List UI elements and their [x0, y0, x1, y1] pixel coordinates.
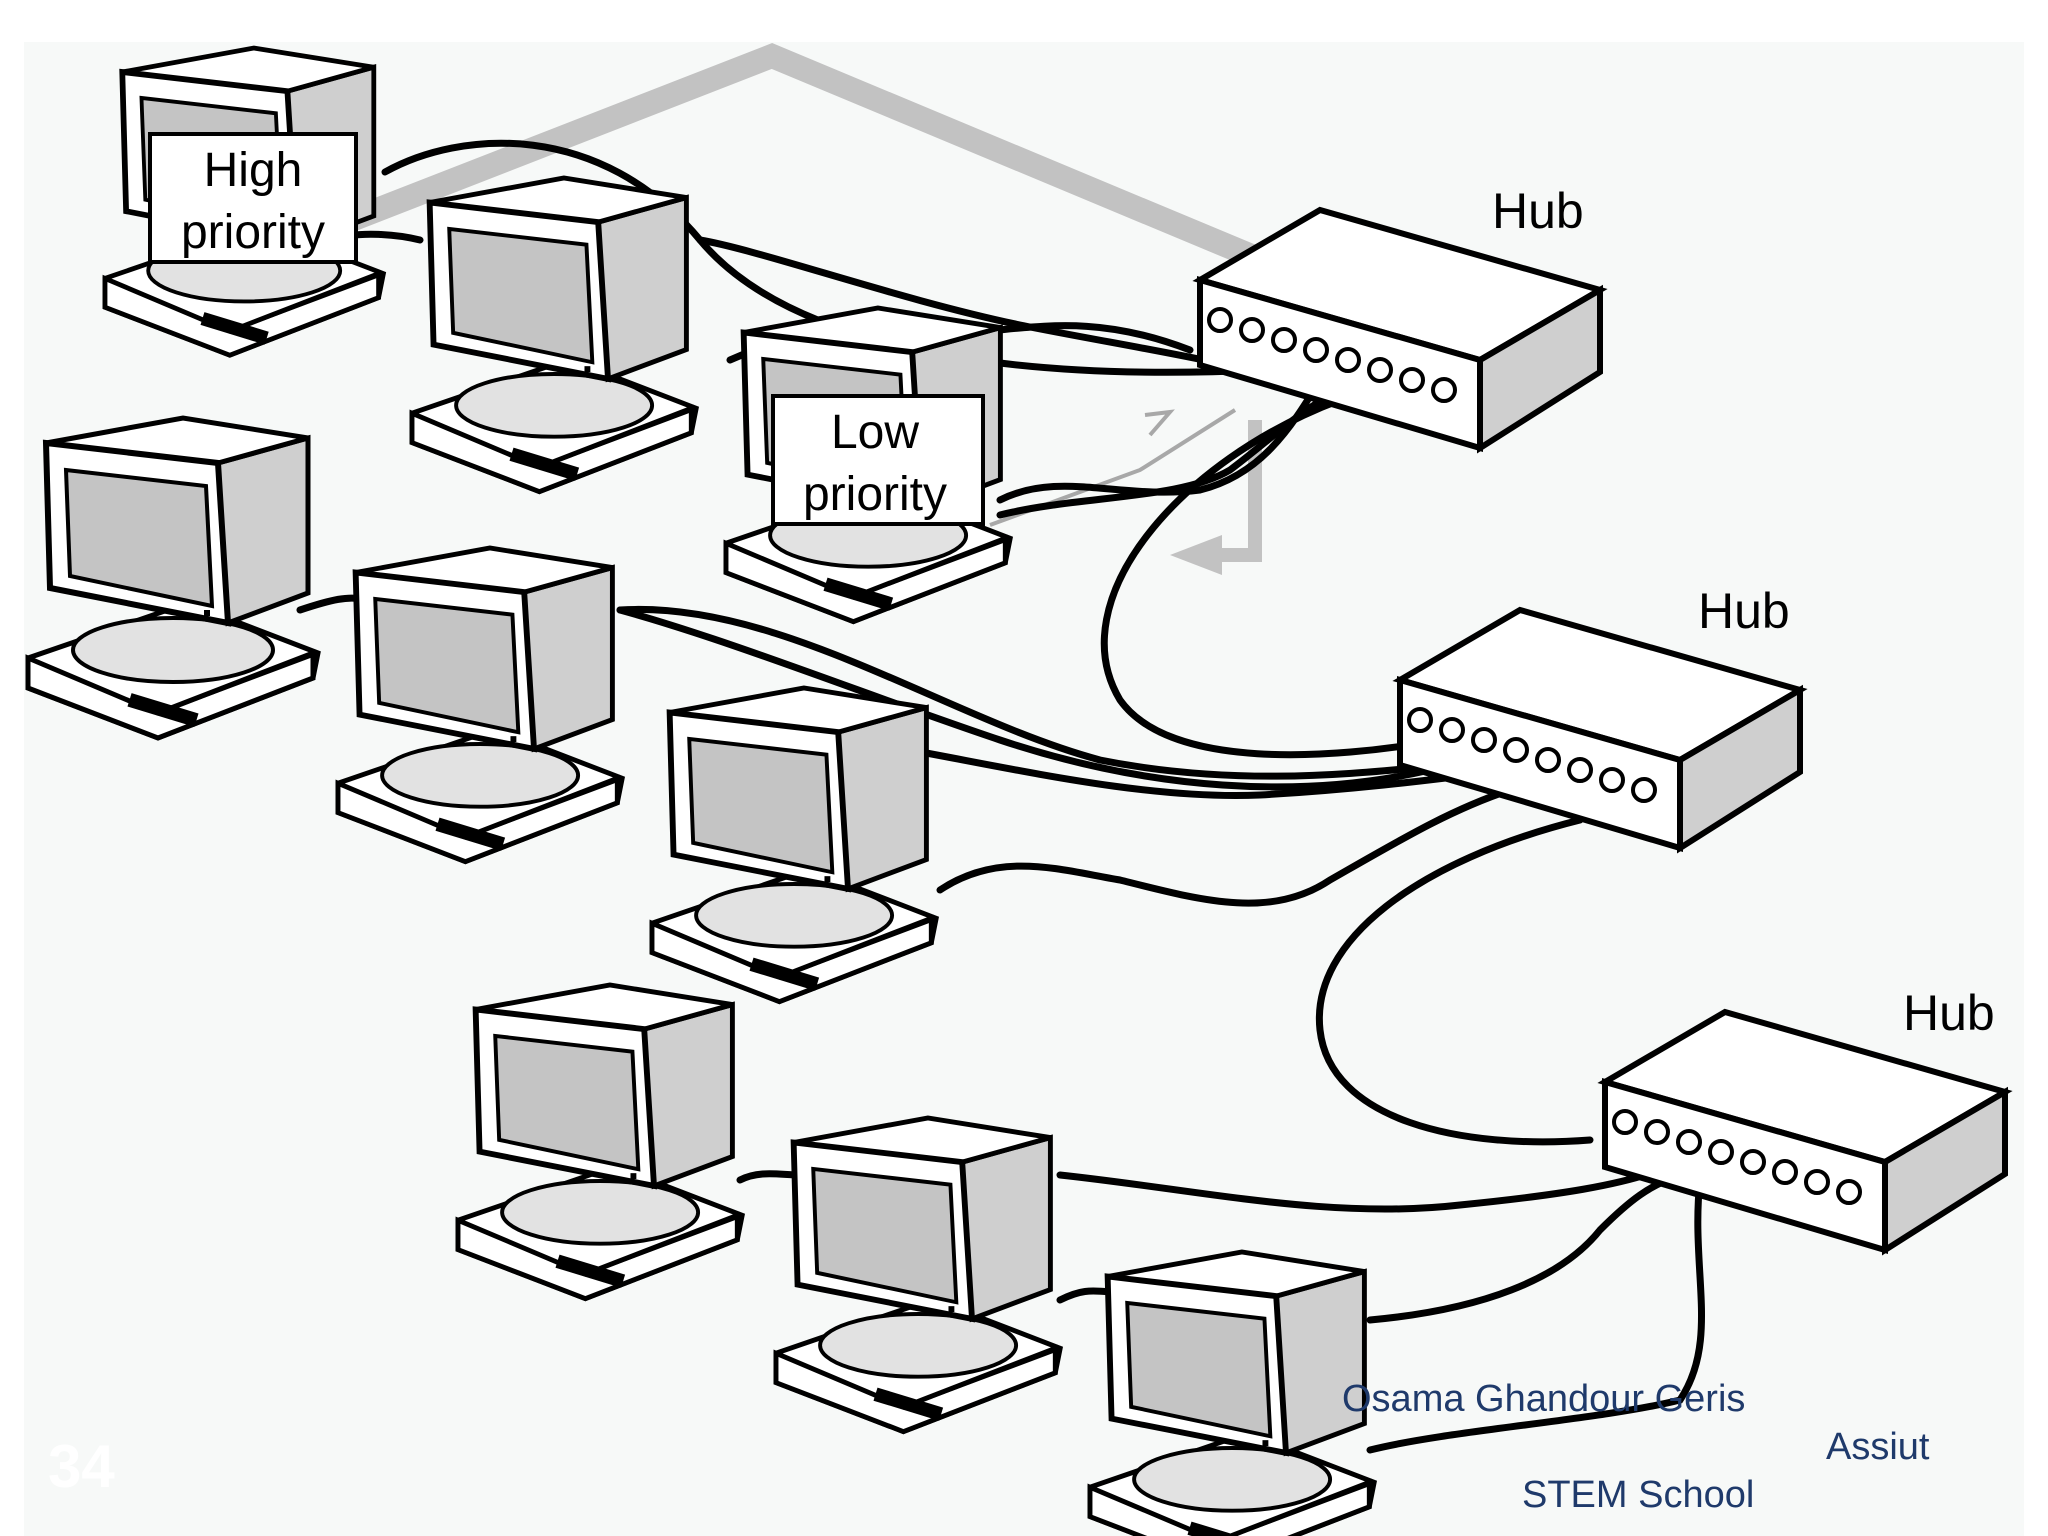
- school-credit: STEM School: [1522, 1474, 1755, 1516]
- computer-top-2: [412, 178, 696, 492]
- computer-bottom-1: [458, 985, 742, 1299]
- hub-label-3: Hub: [1903, 985, 1995, 1041]
- hub-label-2: Hub: [1698, 583, 1790, 639]
- high-priority-line-2: priority: [181, 206, 325, 259]
- slide-number: 34: [48, 1433, 115, 1500]
- computer-middle-3: [652, 688, 936, 1002]
- computer-bottom-3: [1090, 1252, 1374, 1536]
- low-priority-line-1: Low: [831, 406, 919, 459]
- high-priority-label: High priority: [148, 132, 358, 264]
- computer-middle-1: [28, 418, 318, 738]
- high-priority-line-1: High: [204, 144, 303, 197]
- city-credit: Assiut: [1826, 1426, 1930, 1468]
- hub-label-1: Hub: [1492, 183, 1584, 239]
- computer-bottom-2: [776, 1118, 1060, 1432]
- low-priority-line-2: priority: [803, 468, 947, 521]
- author-credit: Osama Ghandour Geris: [1342, 1378, 1746, 1420]
- computer-middle-2: [338, 548, 622, 862]
- low-priority-label: Low priority: [771, 394, 985, 526]
